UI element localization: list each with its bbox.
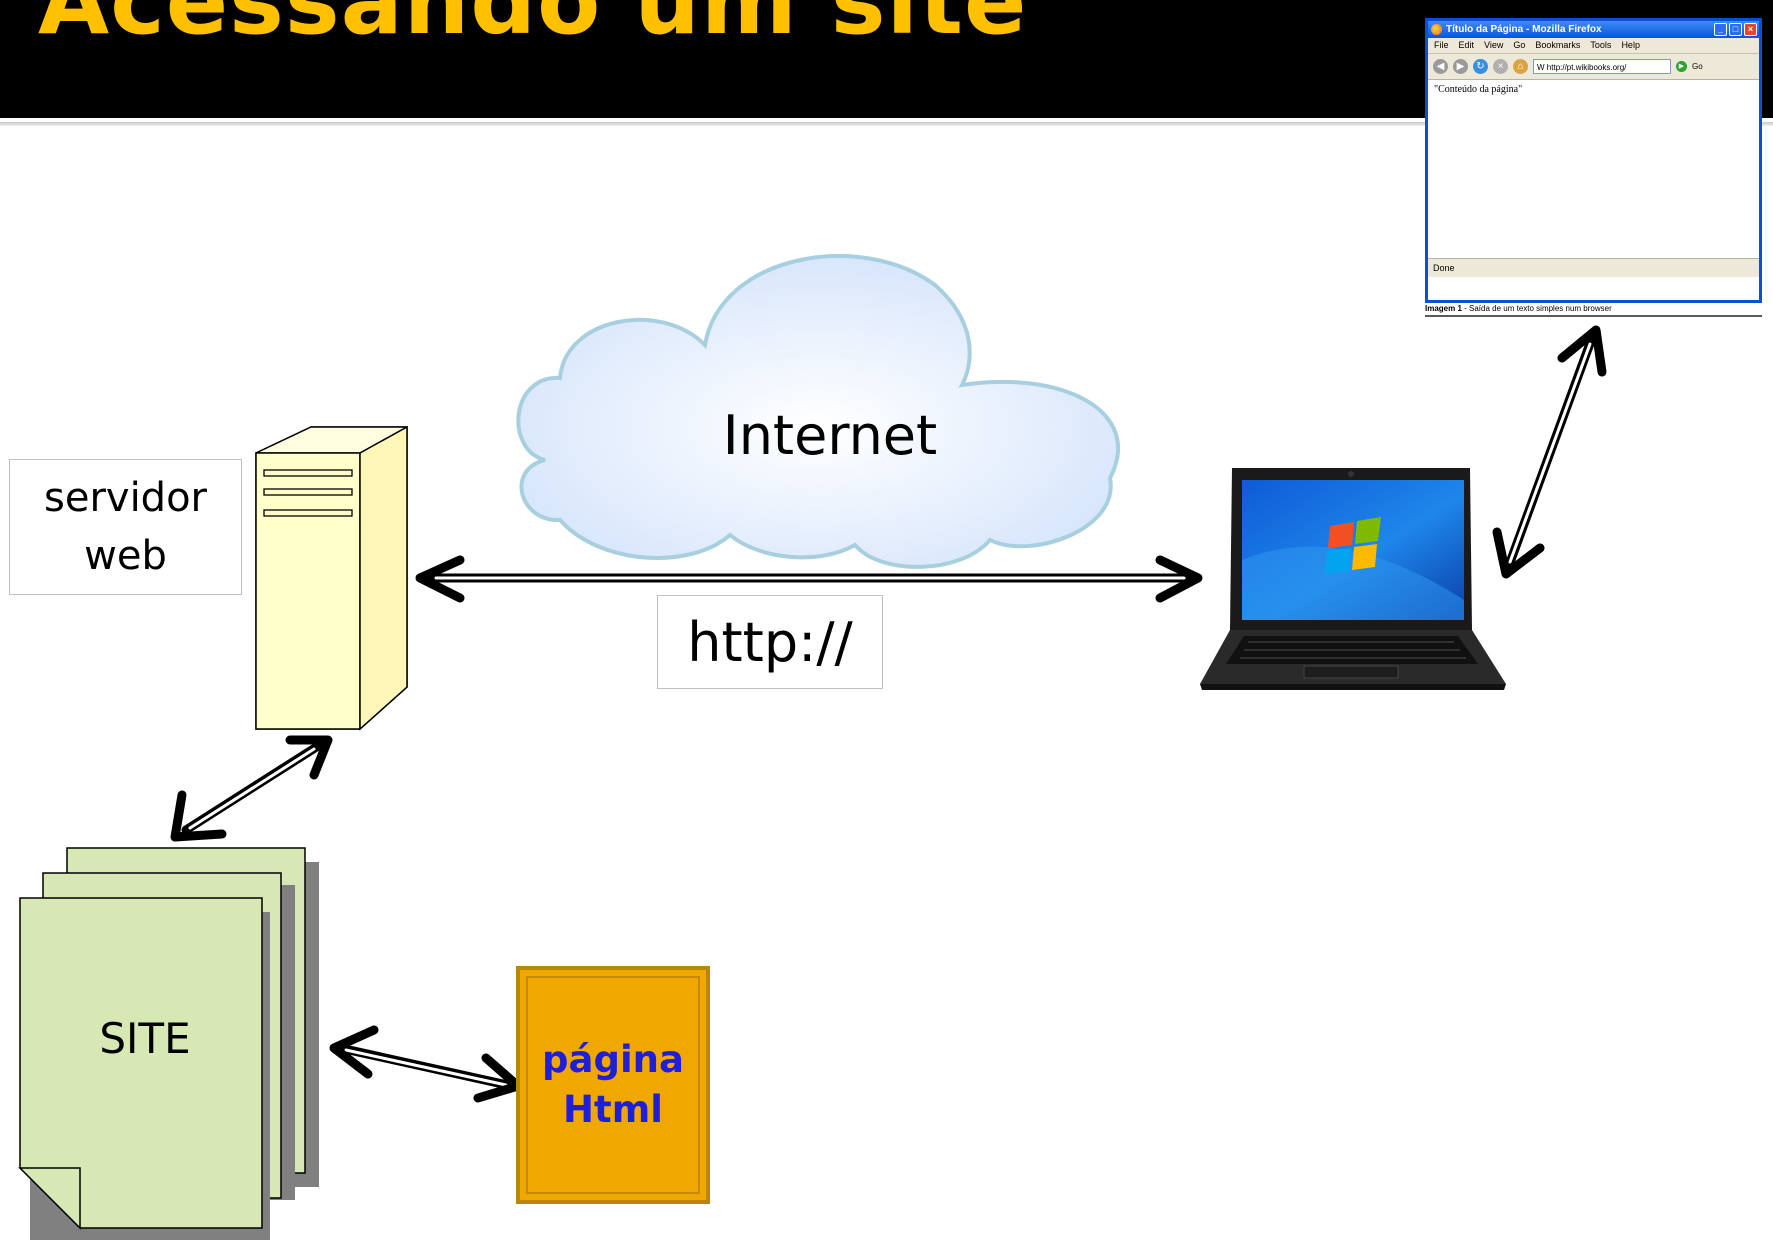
page-label-line1: página [542,1038,684,1081]
url-text: http://pt.wikibooks.org/ [1546,63,1627,72]
maximize-icon[interactable]: □ [1729,23,1742,36]
windows-logo-icon [1325,517,1381,574]
server-label-line2: web [84,533,167,579]
menu-file[interactable]: File [1434,40,1449,50]
stop-icon[interactable]: × [1493,59,1508,74]
protocol-label: http:// [657,595,883,689]
go-icon[interactable]: ▶ [1676,61,1687,72]
browser-menu-bar: File Edit View Go Bookmarks Tools Help [1428,38,1759,54]
browser-toolbar: ◀ ▶ ↻ × ⌂ W http://pt.wikibooks.org/ ▶ G… [1428,54,1759,80]
home-icon[interactable]: ⌂ [1513,59,1528,74]
page-label: página Html [518,1030,708,1140]
close-icon[interactable]: × [1744,23,1757,36]
caption-text: - Saída de um texto simples num browser [1461,304,1612,313]
site-page-arrow [329,1025,523,1103]
browser-window-title: Título da Página - Mozilla Firefox [1446,24,1602,35]
menu-edit[interactable]: Edit [1458,40,1475,50]
laptop-browser-arrow [1492,325,1607,579]
header-divider [0,122,1773,126]
server-site-arrow [170,735,333,842]
cloud-label: Internet [722,403,938,467]
slide-title: Acessando um site [38,0,1028,55]
status-text: Done [1433,263,1455,273]
menu-bookmarks[interactable]: Bookmarks [1535,40,1581,50]
minimize-icon[interactable]: _ [1714,23,1727,36]
server-tower-icon [255,425,408,731]
laptop-icon [1200,468,1506,690]
browser-window: Título da Página - Mozilla Firefox _ □ ×… [1425,18,1762,303]
url-prefix: W [1537,63,1545,72]
page-label-line2: Html [563,1088,663,1131]
server-label-line1: servidor [44,475,207,521]
menu-help[interactable]: Help [1621,40,1640,50]
caption-bold: Imagem 1 [1425,304,1462,313]
menu-tools[interactable]: Tools [1590,40,1612,50]
browser-title-bar: Título da Página - Mozilla Firefox _ □ × [1428,21,1759,38]
server-label: servidor web [9,459,242,595]
browser-content: "Conteúdo da página" [1428,80,1759,258]
menu-go[interactable]: Go [1513,40,1526,50]
back-icon[interactable]: ◀ [1433,59,1448,74]
browser-caption: Imagem 1 - Saída de um texto simples num… [1425,303,1762,317]
forward-icon[interactable]: ▶ [1453,59,1468,74]
firefox-logo-icon [1431,24,1442,35]
url-input[interactable]: W http://pt.wikibooks.org/ [1533,59,1671,74]
window-controls: _ □ × [1714,23,1757,36]
menu-view[interactable]: View [1484,40,1504,50]
browser-status-bar: Done [1428,258,1759,277]
document-stack-icon [18,847,319,1240]
cloud-icon [516,254,1120,569]
html-page-icon [516,966,710,1204]
site-label: SITE [99,1013,191,1063]
reload-icon[interactable]: ↻ [1473,59,1488,74]
page-content-text: "Conteúdo da página" [1434,84,1523,95]
go-button[interactable]: Go [1692,62,1703,71]
http-arrow [415,555,1203,603]
